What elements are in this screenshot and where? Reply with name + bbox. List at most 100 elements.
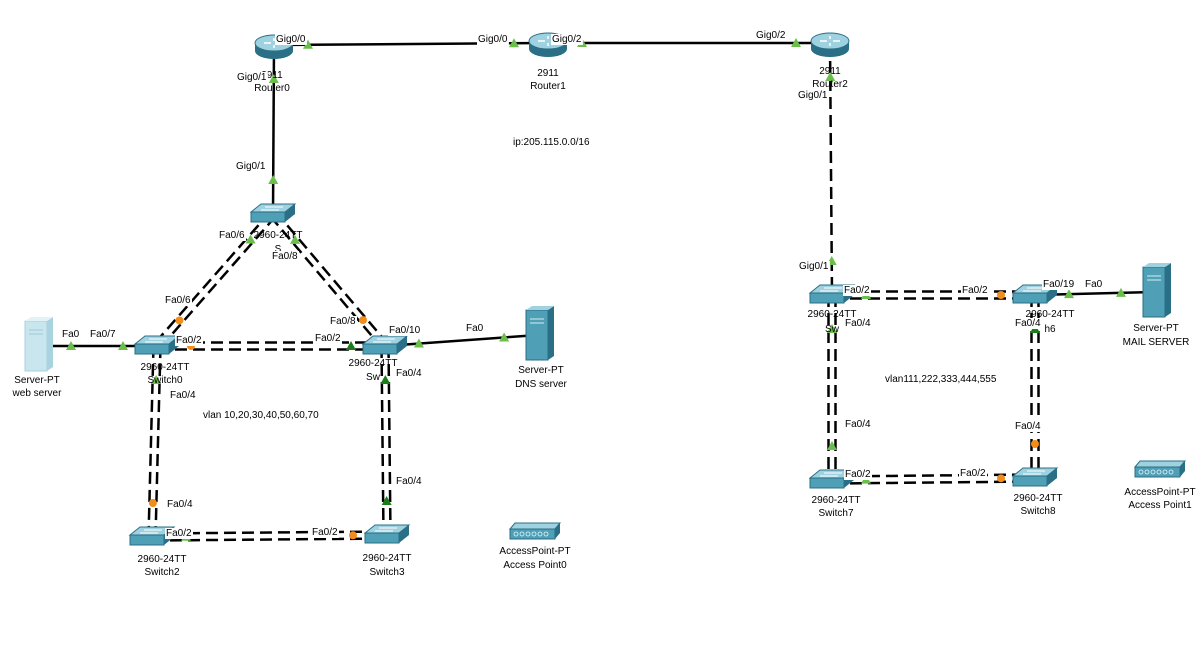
port-label: Fa0/4 — [170, 390, 196, 401]
port-label: Gig0/2 — [552, 34, 582, 45]
port-label: Fa0/8 — [330, 316, 356, 327]
device-name-label: Sw — [825, 324, 840, 335]
switch-icon — [1011, 467, 1059, 487]
device-switch1[interactable]: 2960-24TT Sw — [349, 335, 409, 383]
port-label: Fa0/2 — [962, 285, 988, 296]
port-label: Fa0/2 — [176, 335, 202, 346]
device-dnsserver[interactable]: Server-PT DNS server — [515, 306, 568, 390]
port-status-blocking-marker — [997, 474, 1006, 483]
link-line — [387, 345, 392, 535]
port-status-up-marker — [1116, 287, 1127, 297]
link-switch_top-switch0[interactable] — [153, 210, 277, 350]
device-model-label: 2960-24TT — [1014, 493, 1063, 504]
port-label: Fa0/2 — [960, 468, 986, 479]
port-status-blocking-marker — [349, 531, 358, 540]
link-switch6-switch8[interactable] — [1030, 295, 1040, 478]
device-name-label: MAIL SERVER — [1123, 337, 1190, 348]
device-model-label: Server-PT — [14, 375, 60, 386]
port-status-blocking-marker — [148, 499, 157, 508]
link-switch5-switch7[interactable] — [827, 295, 837, 480]
port-status-blocking-marker — [997, 291, 1005, 299]
device-model-label: 2960-24TT — [254, 230, 303, 241]
port-status-up-marker — [245, 234, 256, 244]
port-status-up-marker — [825, 71, 836, 81]
port-status-blocking-marker — [1031, 440, 1039, 448]
device-switch8[interactable]: 2960-24TT Switch8 — [1011, 467, 1063, 517]
server-icon — [24, 317, 53, 372]
port-status-up-marker — [499, 332, 510, 342]
switch-icon — [361, 335, 409, 355]
device-model-label: 2911 — [819, 66, 841, 77]
link-switch_top-switch1[interactable] — [269, 210, 389, 350]
device-model-label: Server-PT — [1133, 323, 1179, 334]
port-label: Fa0 — [1085, 279, 1103, 290]
device-model-label: 2960-24TT — [138, 554, 187, 565]
link-router2-switch5[interactable] — [828, 42, 834, 296]
device-name-label: Access Point0 — [503, 560, 567, 571]
link-switch1-switch3[interactable] — [380, 345, 392, 536]
port-status-up-marker — [413, 338, 424, 348]
device-name-label: Switch3 — [369, 567, 404, 578]
port-label: Gig0/1 — [236, 161, 266, 172]
link-switch1-dnsserver[interactable] — [384, 333, 539, 348]
port-label: Fa0/4 — [167, 499, 193, 510]
device-model-label: Server-PT — [518, 365, 564, 376]
port-label: Gig0/1 — [799, 261, 829, 272]
port-status-up-marker — [268, 175, 279, 185]
port-label: Fa0/2 — [315, 333, 341, 344]
device-model-label: 2911 — [537, 68, 559, 79]
link-router0-switch_top[interactable] — [271, 44, 276, 215]
port-status-up-marker — [509, 38, 520, 48]
device-switch_top[interactable]: 2960-24TT S — [249, 203, 303, 255]
port-status-up-marker — [302, 39, 313, 49]
router-icon — [810, 32, 850, 57]
device-name-label: Router0 — [254, 83, 290, 94]
device-name-label: S — [275, 244, 282, 255]
port-status-up-marker — [827, 324, 837, 333]
link-line — [384, 333, 539, 348]
device-model-label: AccessPoint-PT — [499, 546, 570, 557]
link-line — [274, 210, 389, 345]
port-label: Fa0/8 — [272, 251, 298, 262]
device-name-label: Router1 — [530, 81, 566, 92]
device-model-label: 2911 — [261, 70, 283, 81]
device-name-label: DNS server — [515, 379, 567, 390]
device-name-label: Switch8 — [1020, 506, 1055, 517]
port-label: Fa0/6 — [165, 295, 191, 306]
notes-layer: ip:205.115.0.0/16 vlan 10,20,30,40,50,60… — [203, 137, 997, 421]
port-label: Fa0/4 — [396, 476, 422, 487]
device-model-label: 2960-24TT — [349, 358, 398, 369]
vlan-note-right: vlan111,222,333,444,555 — [885, 374, 997, 385]
device-model-label: 2960-24TT — [141, 362, 190, 373]
device-model-label: 2960-24TT — [363, 553, 412, 564]
port-status-up-marker — [66, 341, 76, 350]
device-name-label: Sw — [366, 372, 381, 383]
device-mailserver[interactable]: Server-PT MAIL SERVER — [1123, 263, 1190, 348]
port-status-up-marker — [151, 374, 162, 384]
access-point-icon — [508, 522, 562, 540]
port-label: Fa0/6 — [219, 230, 245, 241]
link-line — [152, 537, 388, 542]
port-label: Gig0/0 — [478, 34, 508, 45]
port-status-blocking-marker — [175, 316, 184, 325]
port-label: Fa0/2 — [312, 527, 338, 538]
device-name-label: Switch7 — [818, 508, 853, 519]
router-icon — [254, 34, 294, 59]
device-ap0[interactable]: AccessPoint-PT Access Point0 — [499, 522, 571, 571]
port-label: Fa0 — [466, 323, 484, 334]
port-status-up-marker — [118, 341, 128, 350]
device-name-label: Switch2 — [144, 567, 179, 578]
device-switch3[interactable]: 2960-24TT Switch3 — [363, 524, 412, 578]
vlan-note-left: vlan 10,20,30,40,50,60,70 — [203, 410, 319, 421]
port-label: Fa0 — [62, 329, 80, 340]
device-name-label: Access Point1 — [1128, 500, 1192, 511]
link-line — [380, 346, 385, 536]
link-switch0-switch2[interactable] — [147, 345, 162, 538]
